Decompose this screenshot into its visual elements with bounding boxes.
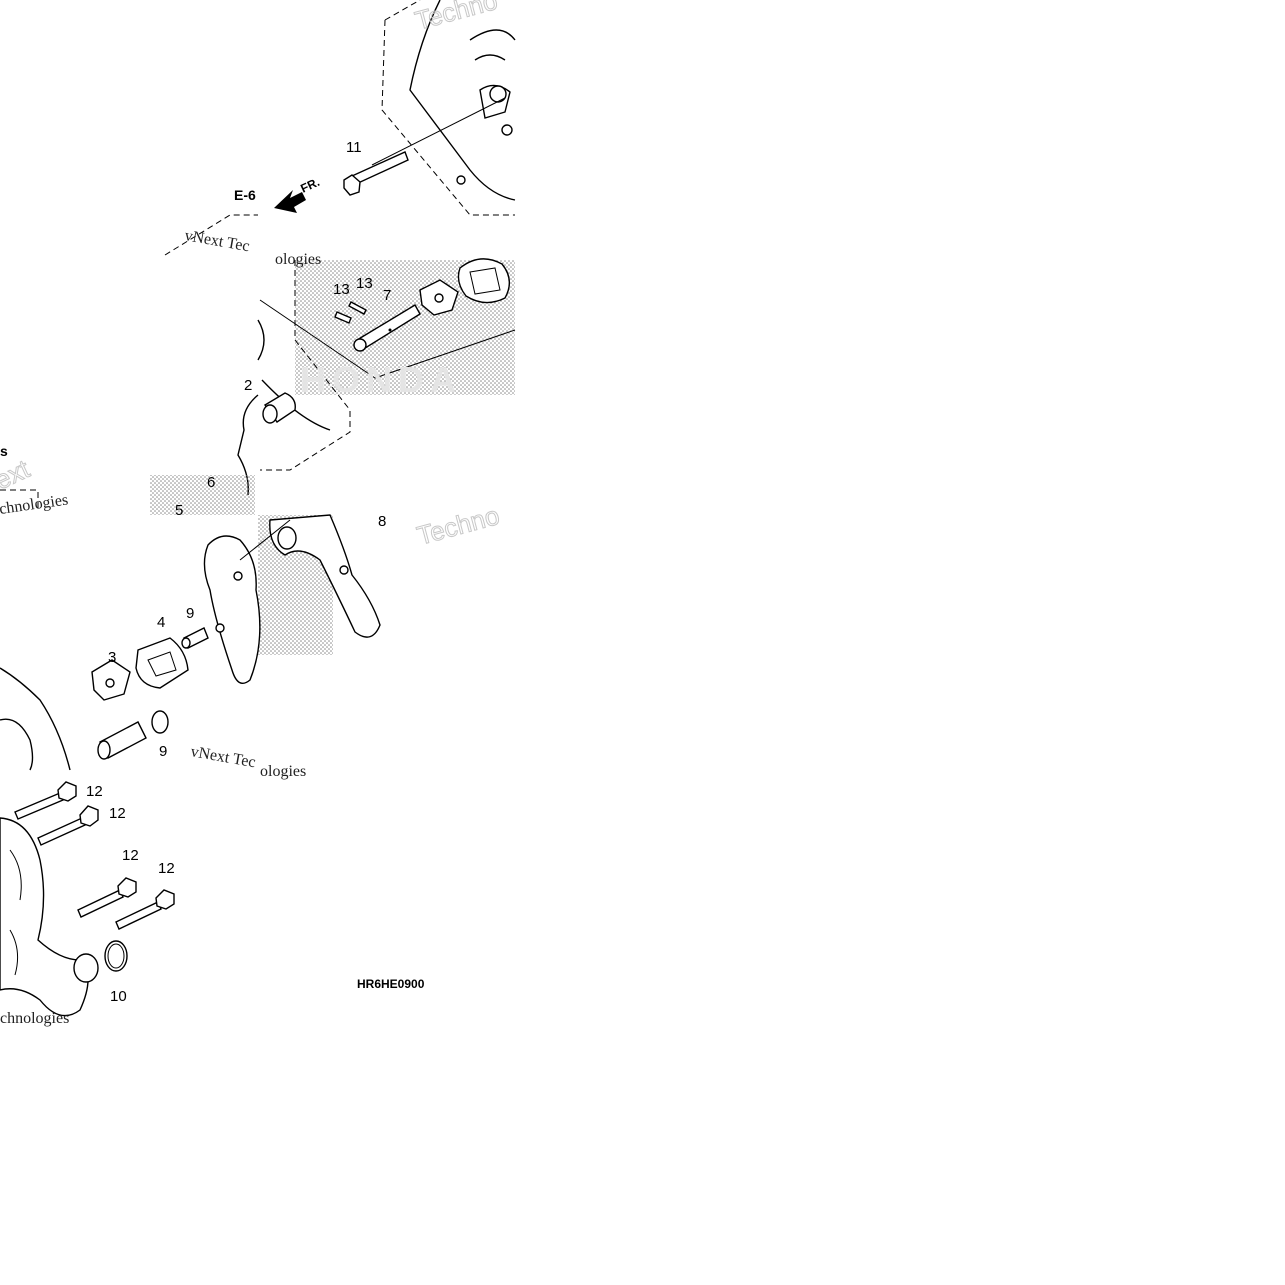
watermark: Techno <box>412 0 501 36</box>
o-ring-10 <box>104 940 128 972</box>
watermark: ext <box>0 453 35 495</box>
watermark: Techno <box>414 500 503 551</box>
pin-13-a <box>334 311 352 324</box>
shaft-bottom <box>97 721 147 760</box>
housing-curve <box>257 319 331 431</box>
housing-edge <box>259 299 516 379</box>
front-arrow: FR. <box>274 175 322 213</box>
direction-label: FR. <box>298 175 321 196</box>
callout-9: 9 <box>159 743 167 760</box>
ref-leader-dashed <box>164 214 258 256</box>
callout-12: 11 <box>346 139 362 156</box>
bolt-12-top <box>343 151 409 196</box>
watermark: ologies <box>260 763 306 780</box>
case-hole <box>489 85 507 103</box>
pin-13-b <box>348 301 367 315</box>
watermark: chnologies <box>0 491 69 517</box>
case-edge-left <box>0 667 71 771</box>
pump-plate-8 <box>269 514 381 638</box>
callout-12: 12 <box>109 805 126 822</box>
callout-12: 12 <box>86 783 103 800</box>
bolt-12-d <box>115 889 175 930</box>
pump-rotor-tile: 8 4 3 9 6 9 Techno vNext Tec ologies <box>0 500 503 780</box>
bolt-12-c <box>77 877 137 918</box>
pump-body-boss <box>73 953 99 983</box>
callout-7: 7 <box>383 287 391 304</box>
dowel-2 <box>262 392 296 424</box>
watermark: chnologies <box>0 1010 69 1027</box>
o-ring-9 <box>151 710 169 734</box>
pump-body-tile: 12 12 12 12 10 chnologies <box>0 781 175 1027</box>
callout-13: 13 <box>333 281 350 298</box>
callout-2: 2 <box>244 377 252 394</box>
collar-11 <box>181 627 209 649</box>
shaft-7 <box>353 304 421 352</box>
brand-watermark: HONDA <box>300 359 462 400</box>
bolt-12-a <box>14 781 77 820</box>
shaded-area <box>150 475 255 515</box>
case-hole-small <box>456 175 466 185</box>
callout-4: 4 <box>157 614 165 631</box>
callout-11: 9 <box>186 605 194 622</box>
gasket <box>203 535 261 684</box>
callout-8: 8 <box>378 513 386 530</box>
callout-13: 13 <box>356 275 373 292</box>
case-edge <box>409 0 516 201</box>
callout-12: 12 <box>158 860 175 877</box>
outer-rotor-4 <box>135 637 189 689</box>
section-ref-fragment: s <box>0 443 8 459</box>
gasket-hole <box>233 571 243 581</box>
inner-rotor-3 <box>91 659 131 701</box>
pump-shaft-tile: HONDA 13 13 7 2 ologies <box>237 251 516 496</box>
section-ref: E-6 <box>234 187 256 203</box>
gasket-hole <box>215 623 225 633</box>
callout-5: 5 <box>175 502 183 519</box>
callout-6: 6 <box>207 474 215 491</box>
shaded-outline-dashed <box>260 260 351 471</box>
callout-12: 12 <box>122 847 139 864</box>
bolt-leader <box>371 97 506 166</box>
case-outline-dashed <box>381 0 515 216</box>
case-edge-left <box>0 718 34 771</box>
bolt-12-b <box>37 805 99 846</box>
watermark: ologies <box>275 251 321 268</box>
assembly-leader <box>239 519 291 561</box>
diagram-code: HR6HE0900 <box>357 977 425 991</box>
pump-body <box>0 817 89 1017</box>
watermark: vNext Tec <box>189 743 257 771</box>
left-fragment: 6 5 s ext chnologies <box>0 443 255 519</box>
callout-3: 3 <box>108 649 116 666</box>
rotor-top <box>419 258 510 316</box>
watermark: vNext Tec <box>183 227 251 255</box>
crankcase-cover-tile: 11 FR. E-6 Techno vNext Tec <box>164 0 516 256</box>
case-hole-small <box>501 124 513 136</box>
ref-leader-dashed <box>0 489 39 510</box>
callout-10: 10 <box>110 988 127 1005</box>
pump-body-rib <box>9 849 22 976</box>
